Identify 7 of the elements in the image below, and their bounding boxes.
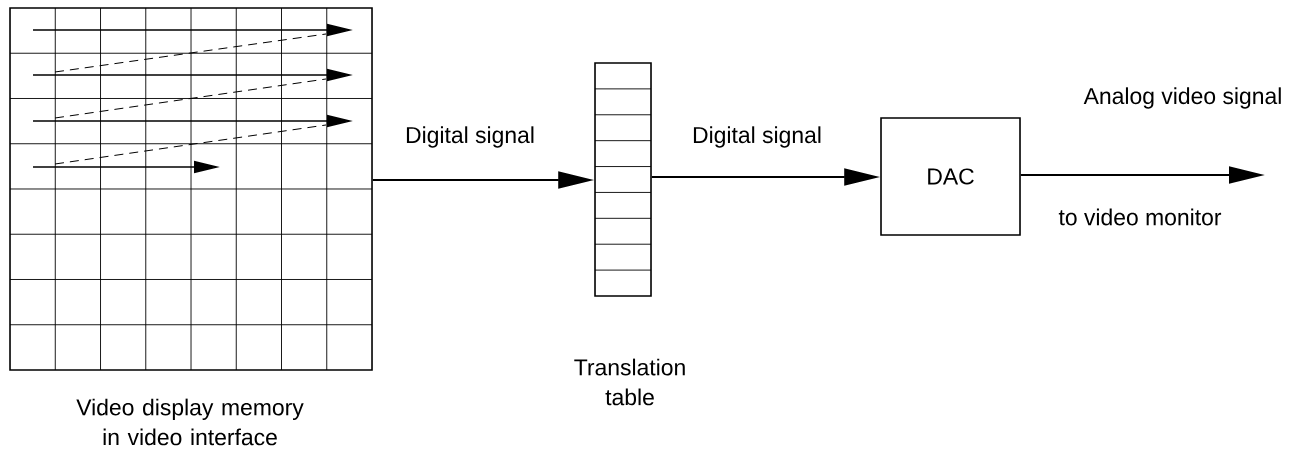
node-label: Video display memory in video interface: [76, 398, 304, 446]
note-label: to video monitor: [1058, 208, 1222, 226]
edge-label: Digital signal: [406, 126, 534, 148]
dac-box: DAC: [880, 117, 1021, 236]
edge-label: Digital signal: [693, 126, 821, 148]
edge-label: Analog video signal: [1083, 87, 1281, 109]
node-label: Translation table: [574, 358, 685, 406]
